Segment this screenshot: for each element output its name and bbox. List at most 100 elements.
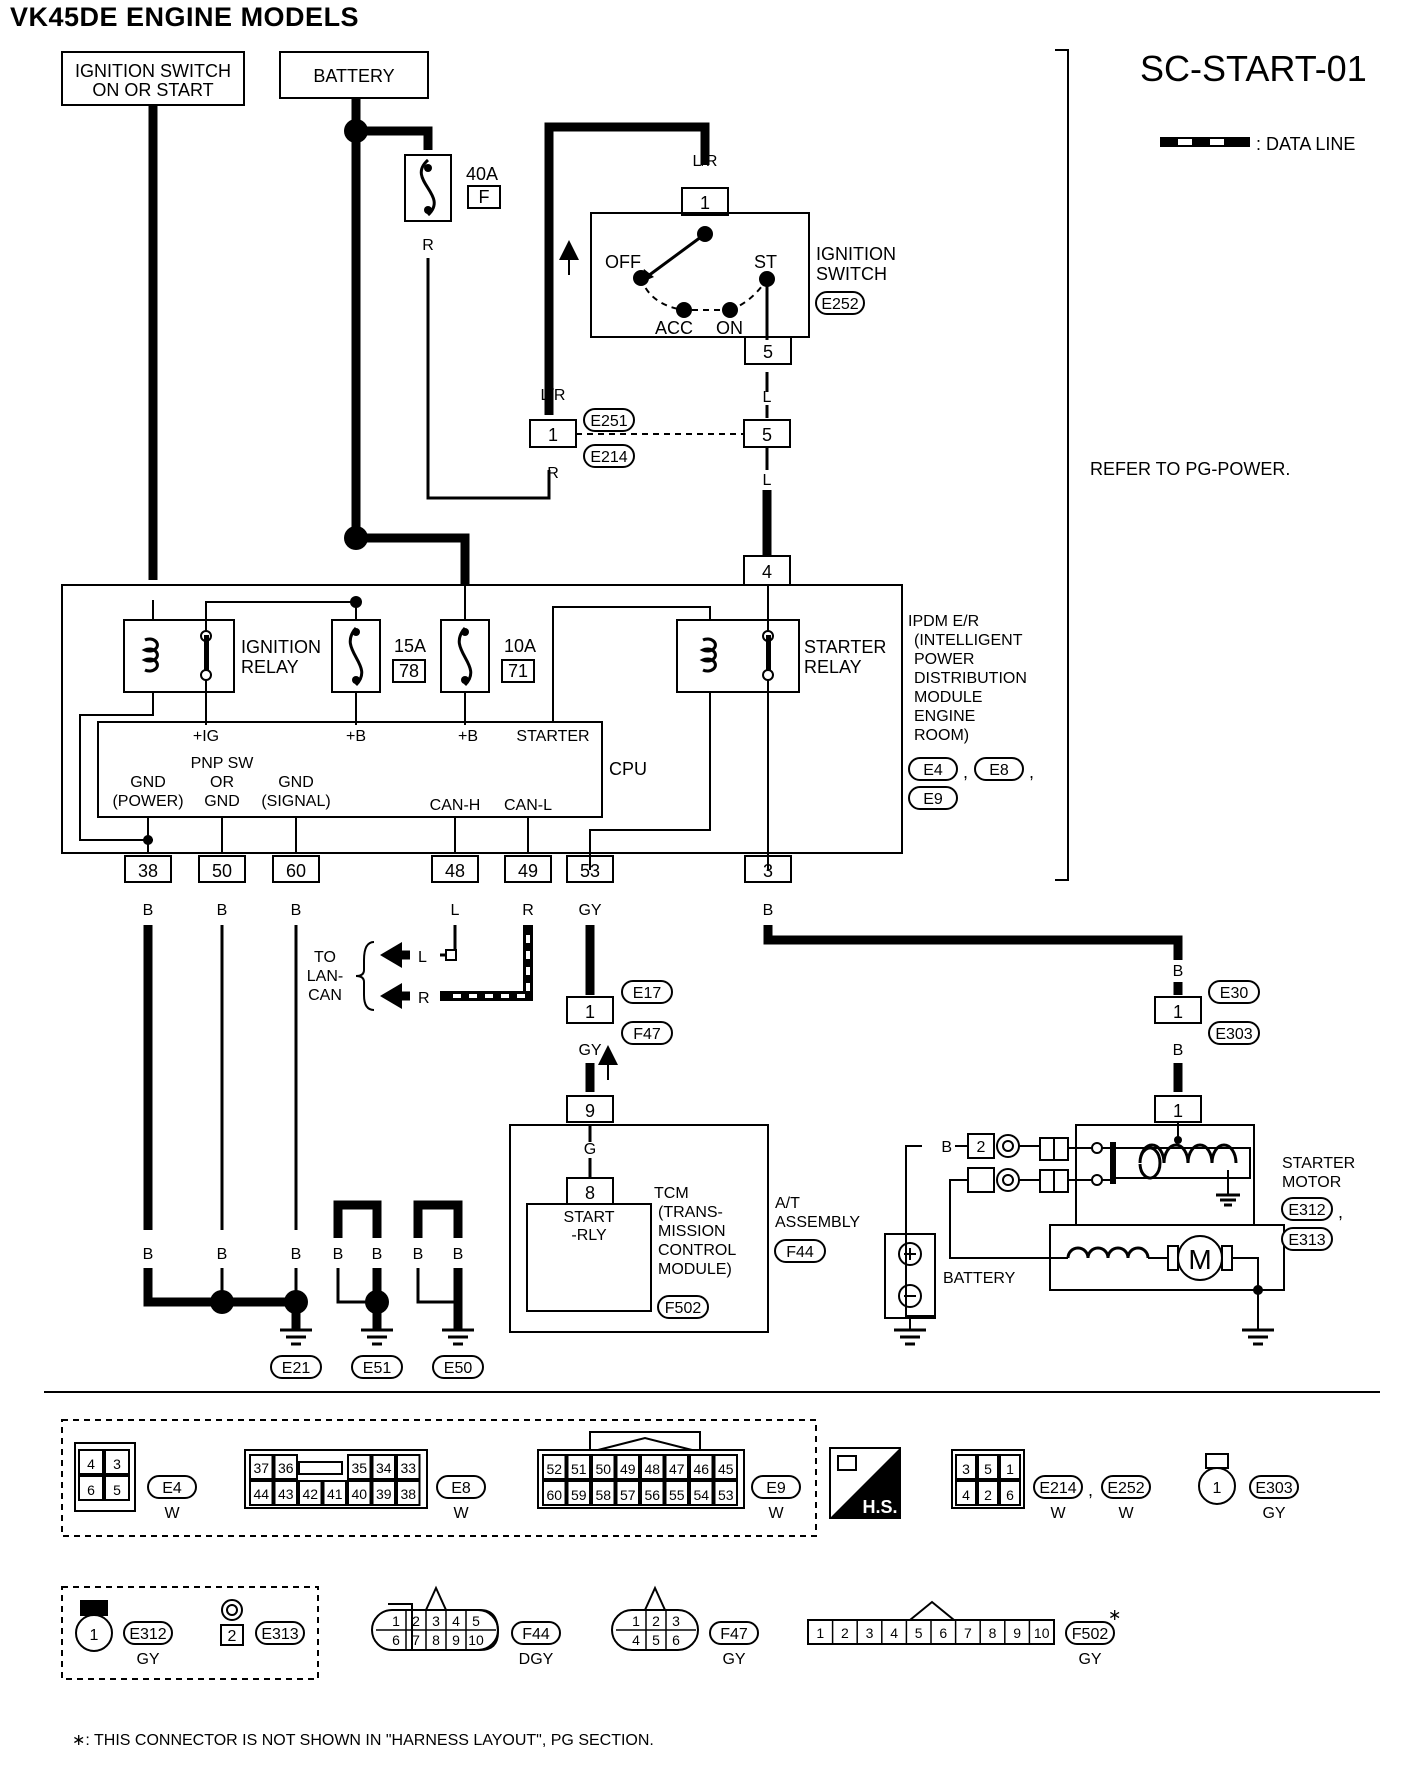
pin-label: 1 — [392, 1613, 400, 1629]
pin-label: 4 — [452, 1613, 460, 1629]
svg-text:B: B — [291, 1246, 302, 1263]
pin-label: 1 — [816, 1625, 824, 1641]
svg-text:E30: E30 — [1220, 985, 1249, 1002]
pin-label: 60 — [546, 1487, 562, 1503]
svg-text:LAN-: LAN- — [307, 968, 343, 985]
pin-cell — [566, 1480, 591, 1506]
svg-text:G: G — [584, 1141, 596, 1158]
svg-text:E313: E313 — [1288, 1232, 1325, 1249]
pin-label: 5 — [984, 1461, 992, 1477]
pin-label: 4 — [87, 1456, 95, 1472]
svg-text:L/R: L/R — [693, 153, 718, 170]
svg-text:B: B — [291, 902, 302, 919]
svg-text:L: L — [763, 389, 772, 406]
e251-badge — [583, 408, 635, 432]
svg-text:GND: GND — [204, 793, 240, 810]
svg-text:GND: GND — [130, 774, 166, 791]
svg-text:GY: GY — [578, 902, 601, 919]
svg-text:53: 53 — [580, 861, 600, 881]
pin-cell — [664, 1454, 689, 1480]
fuse-10a: 10A 71 — [440, 585, 536, 725]
pin-label: 5 — [113, 1482, 121, 1498]
pin-cell — [249, 1454, 274, 1480]
pin-cell — [955, 1454, 977, 1480]
pin-cell — [640, 1480, 665, 1506]
svg-text:E303: E303 — [1255, 1480, 1292, 1497]
starter-relay: STARTER RELAY — [552, 585, 886, 870]
pin-label: 44 — [253, 1486, 269, 1502]
svg-text:,: , — [963, 762, 968, 782]
pin-cell — [615, 1480, 640, 1506]
pin-cell — [999, 1480, 1021, 1506]
svg-text:,: , — [1088, 1480, 1093, 1500]
svg-text:+IG: +IG — [193, 728, 219, 745]
svg-text:71: 71 — [508, 661, 528, 681]
svg-text:STARTER: STARTER — [1282, 1155, 1355, 1172]
pin-cell — [713, 1480, 738, 1506]
pin-cell — [273, 1480, 298, 1506]
pin-label: 49 — [620, 1461, 636, 1477]
svg-text:H.S.: H.S. — [862, 1497, 897, 1517]
svg-text:1: 1 — [548, 425, 558, 445]
connector-e214-pin5: 5 — [743, 419, 791, 448]
pin-label: 6 — [87, 1482, 95, 1498]
pin-label: 4 — [962, 1487, 970, 1503]
svg-text:B: B — [143, 1246, 154, 1263]
svg-text:GY: GY — [136, 1651, 159, 1668]
pin-cell — [591, 1480, 616, 1506]
svg-text:49: 49 — [518, 861, 538, 881]
ignition-on-start-box: IGNITION SWITCH ON OR START — [61, 51, 245, 106]
pin-label: 43 — [278, 1486, 294, 1502]
pin-label: 6 — [392, 1632, 400, 1648]
svg-text:F47: F47 — [720, 1626, 748, 1643]
svg-text:10A: 10A — [504, 636, 536, 656]
svg-text:78: 78 — [399, 661, 419, 681]
svg-text:1: 1 — [1213, 1480, 1222, 1497]
svg-text:E313: E313 — [261, 1626, 298, 1643]
pin-label: 3 — [866, 1625, 874, 1641]
pin-label: 7 — [412, 1632, 420, 1648]
pin-label: 55 — [669, 1487, 685, 1503]
svg-text:CPU: CPU — [609, 759, 647, 779]
pin-cell — [955, 1480, 977, 1506]
svg-text:40A: 40A — [466, 164, 498, 184]
svg-text:9: 9 — [585, 1101, 595, 1121]
pin-cell — [273, 1454, 298, 1480]
svg-text:1: 1 — [1173, 1002, 1183, 1022]
pin-cell — [396, 1454, 421, 1480]
pin-label: 1 — [1006, 1461, 1014, 1477]
svg-text:B: B — [763, 902, 774, 919]
svg-text:L: L — [763, 472, 772, 489]
svg-text:E51: E51 — [363, 1360, 392, 1377]
pin-cell — [664, 1480, 689, 1506]
ipdm-label-line: MODULE — [914, 689, 982, 706]
svg-text:38: 38 — [138, 861, 158, 881]
svg-text:E9: E9 — [923, 791, 943, 808]
svg-text:B: B — [143, 902, 154, 919]
pin-label: 8 — [989, 1625, 997, 1641]
pin-cell — [371, 1454, 396, 1480]
pin-label: 59 — [571, 1487, 587, 1503]
svg-text:-RLY: -RLY — [571, 1227, 607, 1244]
pin-label: 5 — [472, 1613, 480, 1629]
svg-text:B: B — [1173, 963, 1184, 980]
svg-text:OR: OR — [210, 774, 234, 791]
svg-text:5: 5 — [762, 425, 772, 445]
svg-text:B: B — [372, 1246, 383, 1263]
svg-text:GND: GND — [278, 774, 314, 791]
ipdm-label-line: IPDM E/R — [908, 613, 979, 630]
pin-label: 39 — [376, 1486, 392, 1502]
pin-label: 6 — [672, 1632, 680, 1648]
pin-label: 4 — [890, 1625, 898, 1641]
svg-text:E252: E252 — [821, 296, 858, 313]
pin-label: 3 — [432, 1613, 440, 1629]
pin-label: 50 — [595, 1461, 611, 1477]
svg-text:W: W — [768, 1505, 784, 1522]
svg-text:W: W — [1050, 1505, 1066, 1522]
svg-text:MOTOR: MOTOR — [1282, 1174, 1341, 1191]
svg-text:R: R — [418, 990, 430, 1007]
pin-cell — [371, 1480, 396, 1506]
ipdm-label-line: POWER — [914, 651, 974, 668]
svg-text:GY: GY — [722, 1651, 745, 1668]
